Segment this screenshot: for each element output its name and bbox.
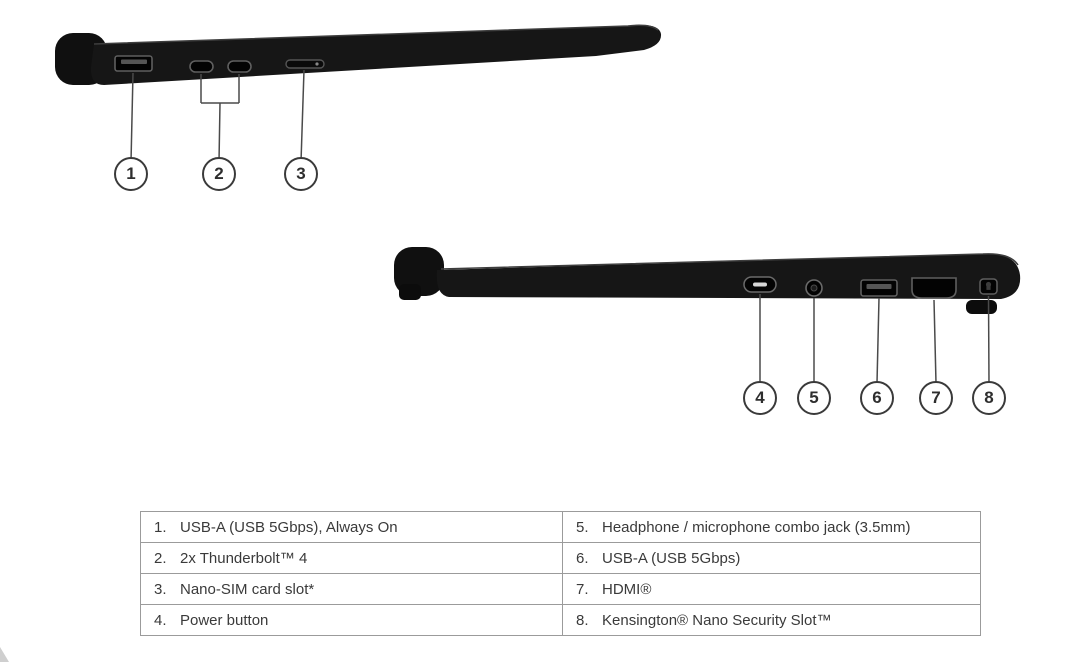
callout-lines-left-figure bbox=[130, 69, 305, 163]
port-description-cell: 4. Power button bbox=[140, 604, 563, 636]
port-description-cell: 7. HDMI® bbox=[562, 573, 981, 605]
laptop-left-side-illustration bbox=[55, 24, 662, 163]
port-label: Kensington® Nano Security Slot™ bbox=[602, 611, 832, 629]
port-number: 8. bbox=[576, 611, 589, 629]
port-number: 4. bbox=[154, 611, 167, 629]
thunderbolt-port-icon bbox=[189, 60, 214, 73]
nano-sim-slot-icon bbox=[285, 59, 325, 69]
port-label: USB-A (USB 5Gbps), Always On bbox=[180, 518, 398, 536]
port-description-cell: 1. USB-A (USB 5Gbps), Always On bbox=[140, 511, 563, 543]
port-number: 5. bbox=[576, 518, 589, 536]
port-number: 1. bbox=[154, 518, 167, 536]
port-number: 3. bbox=[154, 580, 167, 598]
callout-line-8 bbox=[987, 295, 990, 384]
callout-badge-5: 5 bbox=[797, 381, 831, 415]
usb-a-pin-bar bbox=[121, 59, 147, 64]
callout-badge-1: 1 bbox=[114, 157, 148, 191]
left-side-ports bbox=[114, 55, 325, 73]
port-description-cell: 3. Nano-SIM card slot* bbox=[140, 573, 563, 605]
callout-badge-7: 7 bbox=[919, 381, 953, 415]
callout-line-2-bracket bbox=[200, 74, 240, 163]
laptop-right-side-illustration bbox=[394, 247, 1021, 384]
ports-legend-table: 1. USB-A (USB 5Gbps), Always On 5. Headpho… bbox=[140, 511, 981, 636]
table-row: 4. Power button 8. Kensington® Nano Securi… bbox=[140, 604, 981, 636]
port-description-cell: 5. Headphone / microphone combo jack (3.5… bbox=[562, 511, 981, 543]
power-button-led bbox=[753, 282, 767, 287]
ports-legend-body: 1. USB-A (USB 5Gbps), Always On 5. Headpho… bbox=[140, 511, 981, 636]
callout-line-6 bbox=[876, 297, 880, 384]
port-number: 6. bbox=[576, 549, 589, 567]
laptop-hinge bbox=[394, 247, 444, 296]
callout-line-1 bbox=[130, 72, 134, 163]
kensington-slot-icon bbox=[979, 278, 998, 295]
callout-line-3 bbox=[300, 69, 305, 163]
laptop-top-edge-highlight bbox=[93, 24, 659, 45]
table-row: 1. USB-A (USB 5Gbps), Always On 5. Headpho… bbox=[140, 511, 981, 543]
callout-badge-6: 6 bbox=[860, 381, 894, 415]
table-row: 3. Nano-SIM card slot* 7. HDMI® bbox=[140, 573, 981, 605]
thunderbolt-port-icon bbox=[227, 60, 252, 73]
port-description-cell: 6. USB-A (USB 5Gbps) bbox=[562, 542, 981, 574]
port-label: Headphone / microphone combo jack (3.5mm… bbox=[602, 518, 911, 536]
audio-jack-hole bbox=[810, 284, 818, 292]
callout-badge-3: 3 bbox=[284, 157, 318, 191]
laptop-rear-foot bbox=[399, 284, 421, 300]
laptop-front-foot bbox=[966, 300, 997, 314]
port-label: Power button bbox=[180, 611, 269, 629]
callout-line-7 bbox=[933, 299, 937, 384]
hdmi-port-icon bbox=[911, 277, 957, 299]
right-side-ports bbox=[743, 276, 998, 299]
callout-badge-8: 8 bbox=[972, 381, 1006, 415]
port-number: 2. bbox=[154, 549, 167, 567]
laptop-left-side-silhouette bbox=[55, 24, 662, 85]
port-label: HDMI® bbox=[602, 580, 652, 598]
laptop-top-edge-highlight bbox=[440, 253, 1019, 270]
port-number: 7. bbox=[576, 580, 589, 598]
sim-eject-pinhole-icon bbox=[315, 62, 319, 66]
port-label: Nano-SIM card slot* bbox=[180, 580, 315, 598]
callout-badge-4: 4 bbox=[743, 381, 777, 415]
port-description-cell: 2. 2x Thunderbolt™ 4 bbox=[140, 542, 563, 574]
callout-lines-right-figure bbox=[759, 294, 990, 384]
usb-a-pin-bar bbox=[866, 284, 892, 289]
callout-badge-2: 2 bbox=[202, 157, 236, 191]
table-row: 2. 2x Thunderbolt™ 4 6. USB-A (USB 5Gbps) bbox=[140, 542, 981, 574]
port-label: USB-A (USB 5Gbps) bbox=[602, 549, 741, 567]
port-description-cell: 8. Kensington® Nano Security Slot™ bbox=[562, 604, 981, 636]
port-label: 2x Thunderbolt™ 4 bbox=[180, 549, 308, 567]
corner-artifact bbox=[0, 647, 9, 662]
